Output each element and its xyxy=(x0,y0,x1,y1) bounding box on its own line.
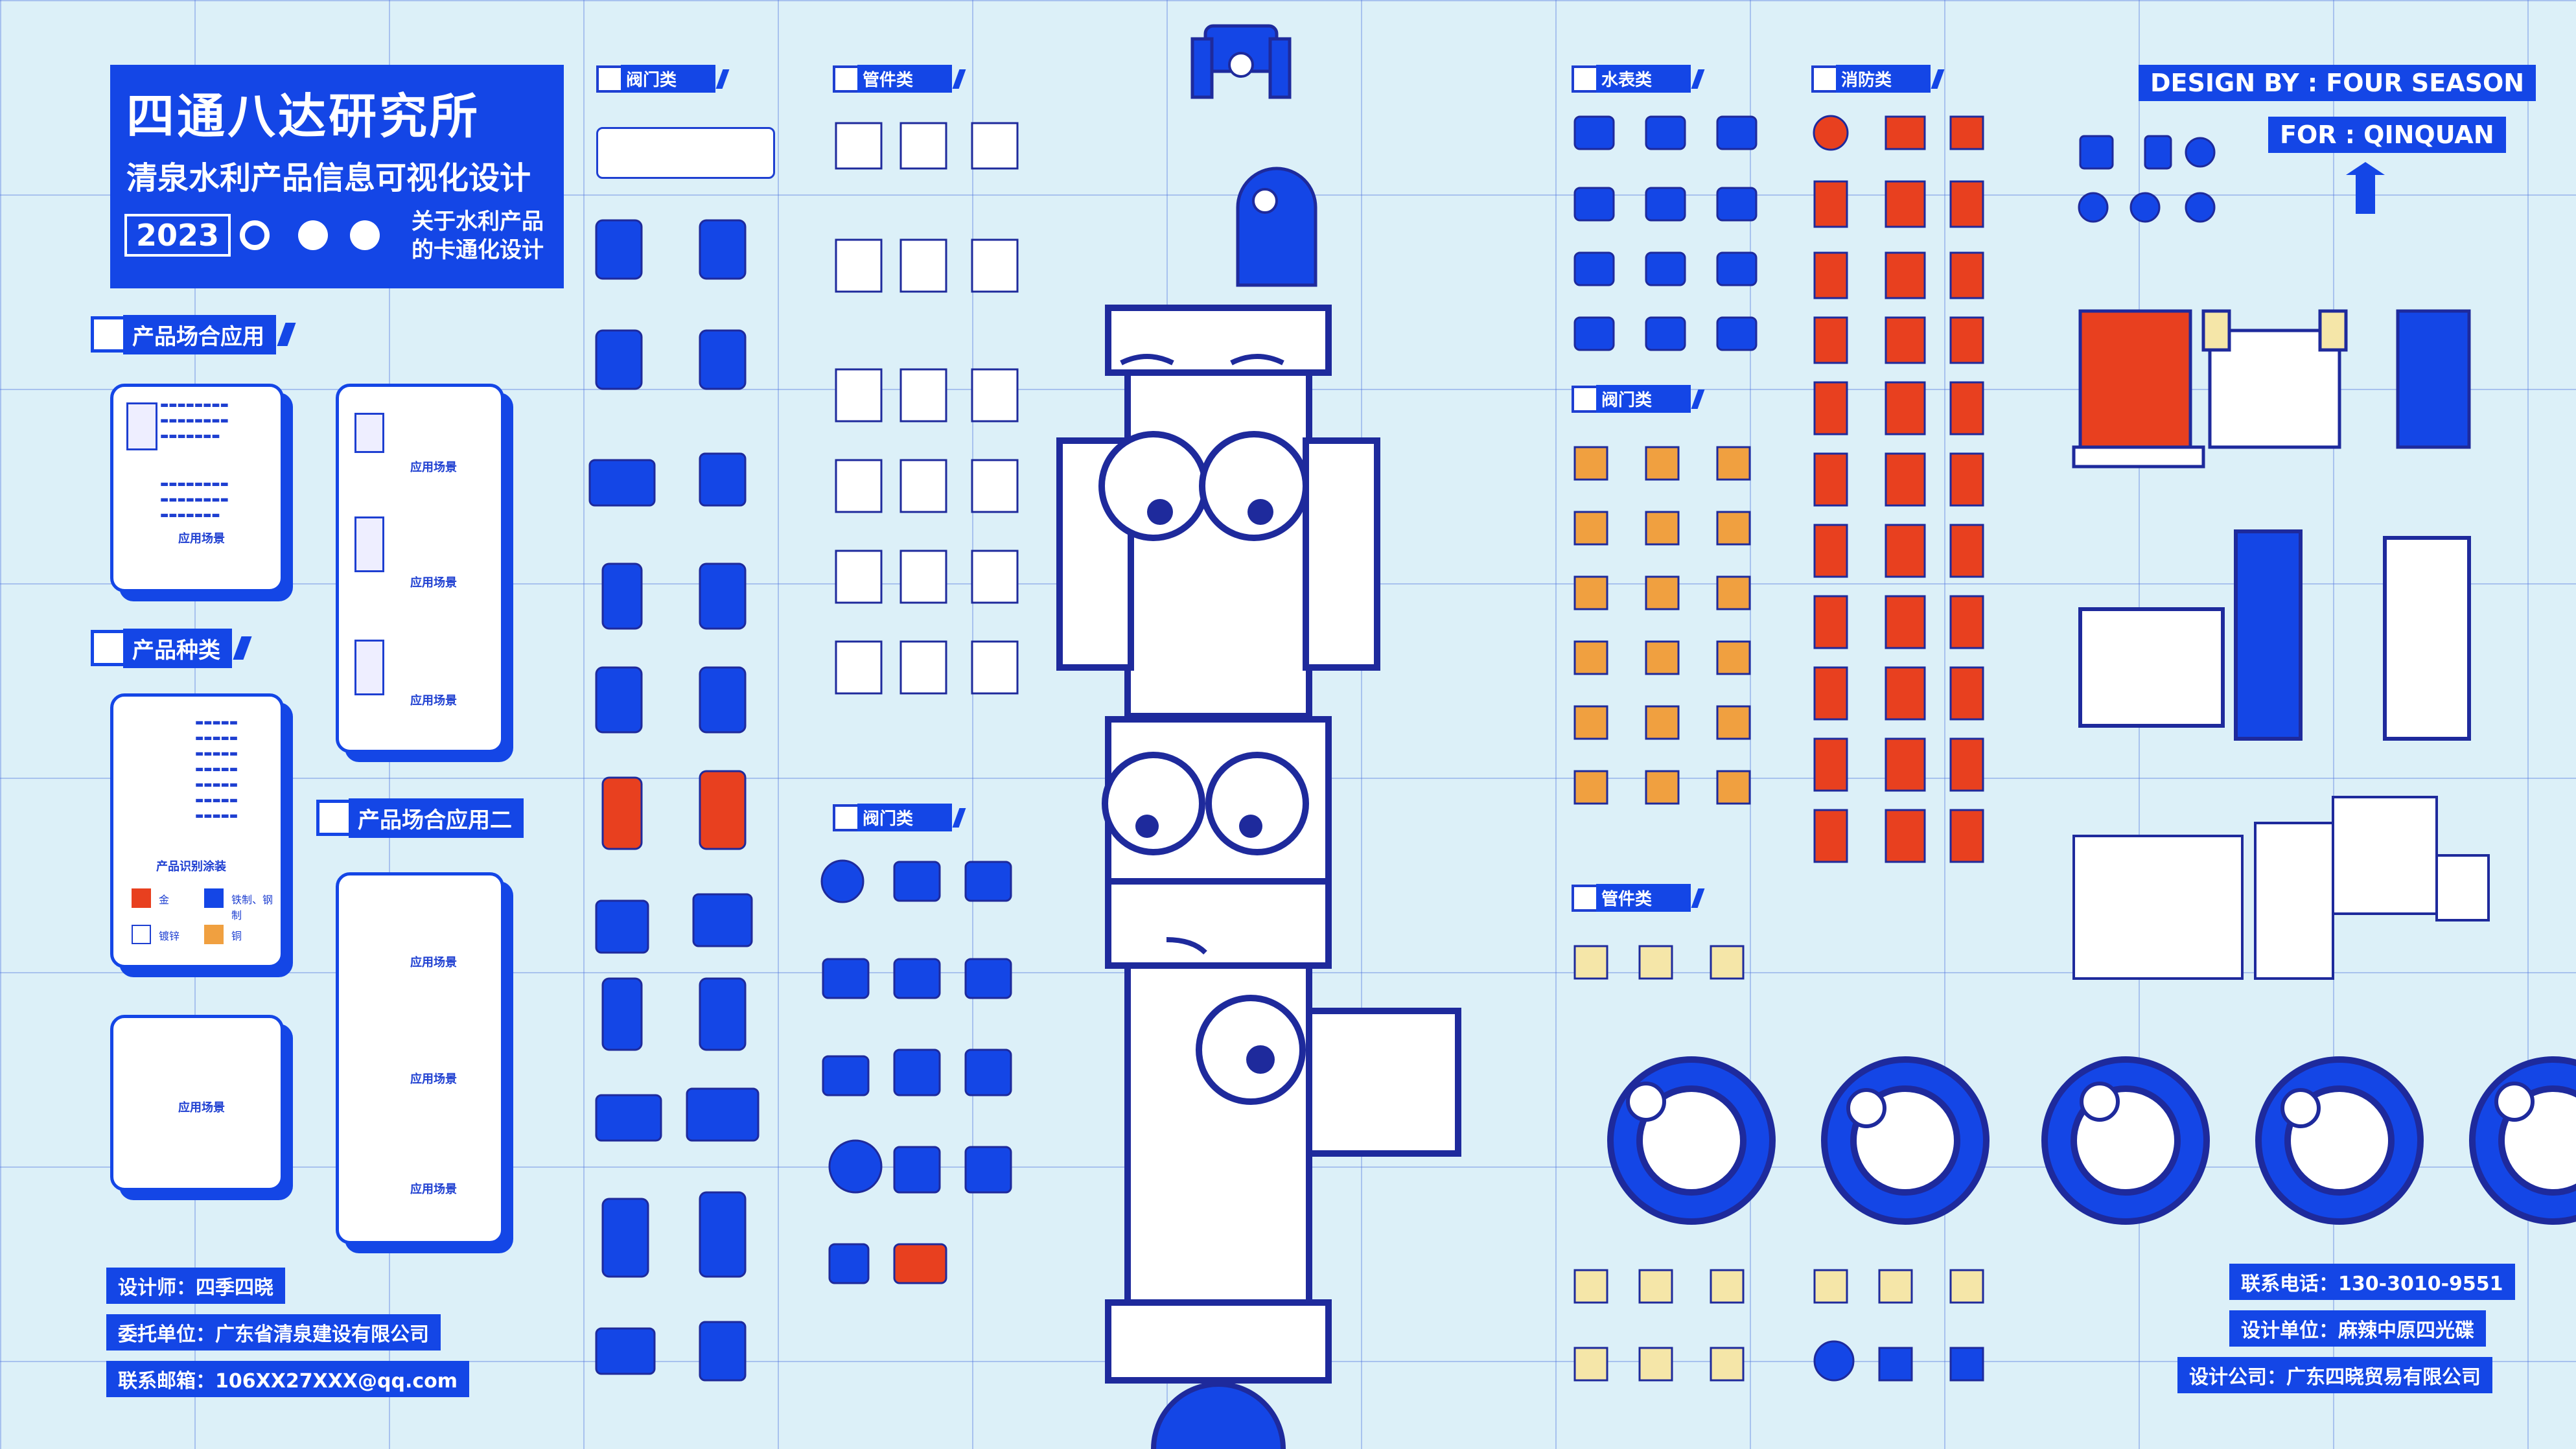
section-valve2: 阀门类 xyxy=(833,804,966,831)
pipe-icon xyxy=(833,804,860,831)
fire-icon-grid xyxy=(1813,115,1984,863)
pipe-icon xyxy=(596,65,623,93)
designer-bar: 设计师：四季四晓 xyxy=(106,1268,285,1304)
column-blue xyxy=(2234,529,2303,741)
subtitle: 清泉水利产品信息可视化设计 xyxy=(126,160,531,196)
pipe2-icon-grid xyxy=(1573,945,1984,1382)
tagline: 关于水利产品 的卡通化设计 xyxy=(412,209,544,263)
pipe-icon xyxy=(91,630,127,666)
company-bar: 设计公司：广东四晓贸易有限公司 xyxy=(2177,1357,2492,1393)
legend-blue xyxy=(204,888,224,908)
top-valve-icon xyxy=(1190,24,1292,99)
card-scene-a: ▬▬▬▬▬▬▬▬▬▬▬▬▬▬▬▬▬▬▬▬▬▬▬ ▬▬▬▬▬▬▬▬▬▬▬▬▬▬▬▬… xyxy=(110,384,284,592)
filled-dot-icon xyxy=(298,220,328,250)
pipe-icon xyxy=(1572,65,1599,93)
main-title: 四通八达研究所 xyxy=(126,89,480,145)
client-bar: 委托单位：广东省清泉建设有限公司 xyxy=(106,1314,441,1350)
card-kinds: ▬▬▬▬▬▬▬▬▬▬▬▬▬▬▬▬▬▬▬▬▬▬▬▬▬▬▬▬▬▬▬▬▬▬▬ 产品识别… xyxy=(110,693,284,968)
pipe-icon xyxy=(1572,385,1599,413)
year-badge: 2023 xyxy=(124,214,231,257)
unit-bar: 设计单位：麻辣中原四光碟 xyxy=(2229,1310,2486,1347)
card-scene-d: 应用场景 xyxy=(110,1015,284,1191)
pump-machine xyxy=(2201,309,2348,449)
pipe-icon-grid xyxy=(835,122,1019,695)
legend-red xyxy=(132,888,151,908)
note-box xyxy=(596,127,775,179)
card-scene-c: 应用场景 应用场景 应用场景 xyxy=(336,872,504,1244)
filled-dot-icon xyxy=(350,220,380,250)
central-pipe-character xyxy=(1056,24,1461,1449)
pipe-icon xyxy=(126,402,157,450)
valve2-icon-grid xyxy=(820,859,1012,1284)
email-bar: 联系邮箱：106XX27XXX@qq.com xyxy=(106,1361,470,1397)
valve-icon-grid xyxy=(588,219,760,1382)
pipe-icon xyxy=(833,65,860,93)
ring-dot-icon xyxy=(240,220,270,250)
pipe-icon xyxy=(91,316,127,353)
section-kinds: 产品种类 xyxy=(91,628,444,668)
card-scene-b: 应用场景 应用场景 应用场景 xyxy=(336,384,504,753)
section-fire: 消防类 xyxy=(1811,65,1945,93)
section-pipe1: 管件类 xyxy=(833,65,966,93)
pipe-icon xyxy=(1811,65,1839,93)
title-block: 四通八达研究所 清泉水利产品信息可视化设计 2023 关于水利产品 的卡通化设计 xyxy=(110,65,564,288)
for-bar: FOR : QINQUAN xyxy=(2268,117,2506,153)
section-valve1: 阀门类 xyxy=(596,65,730,93)
section-meter: 水表类 xyxy=(1572,65,1705,93)
pipe-icon xyxy=(1572,884,1599,912)
design-by-bar: DESIGN BY : FOUR SEASON xyxy=(2139,65,2536,101)
tank-blue xyxy=(2396,309,2471,449)
pipe-icon xyxy=(354,640,384,695)
section-valve3: 阀门类 xyxy=(1572,385,1705,413)
legend-orange xyxy=(204,925,224,944)
radiator-red xyxy=(2072,309,2205,469)
pipe-icon xyxy=(354,413,384,453)
pipe-icon xyxy=(354,516,384,572)
valve3-icon-grid xyxy=(1573,446,1751,805)
section-scene1: 产品场合应用 xyxy=(91,314,296,354)
pipe-icon xyxy=(316,800,353,836)
legend-white xyxy=(132,925,151,944)
flange-ring-row xyxy=(1607,1056,2576,1225)
meter-icon-grid xyxy=(1573,115,1758,351)
section-scene2: 产品场合应用二 xyxy=(316,798,524,838)
phone-bar: 联系电话：130-3010-9551 xyxy=(2229,1264,2515,1300)
right-illustrations xyxy=(2072,135,2490,980)
section-pipe2: 管件类 xyxy=(1572,884,1705,912)
